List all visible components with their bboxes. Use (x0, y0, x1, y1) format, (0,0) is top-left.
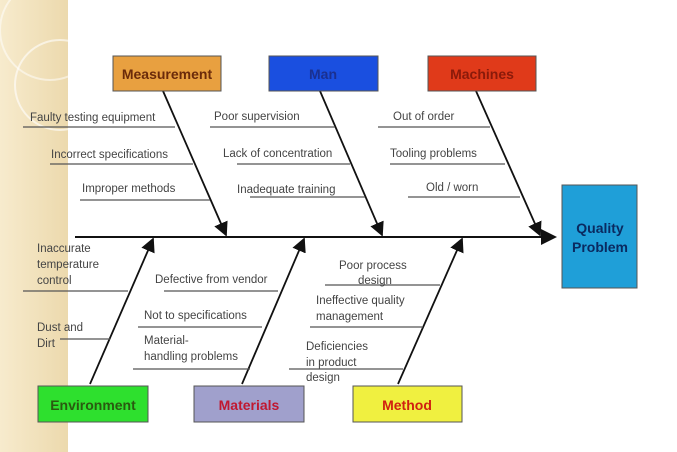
cause-text: Ineffective quality (316, 295, 405, 307)
effect-box (561, 184, 638, 289)
bone-method (397, 237, 464, 385)
cause-text: Poor supervision (214, 111, 300, 123)
decorative-circle (0, 0, 101, 81)
cause-text: Improper methods (82, 183, 176, 195)
bone-environment (89, 237, 155, 385)
category-label-materials: Materials (219, 397, 280, 413)
category-label-environment: Environment (50, 397, 136, 413)
cause-text: Inaccurate (37, 243, 91, 255)
category-box-environment (37, 385, 149, 423)
effect-label: Quality (576, 220, 624, 236)
cause-text: design (358, 275, 392, 287)
bone-machines (475, 90, 542, 237)
cause-text: design (306, 372, 340, 384)
cause-text: Old / worn (426, 182, 478, 194)
category-label-machines: Machines (450, 66, 514, 82)
cause-text: Defective from vendor (155, 274, 268, 286)
decorative-sidebar (0, 0, 68, 452)
effect-label: Problem (572, 239, 628, 255)
cause-text: Faulty testing equipment (30, 112, 156, 124)
bone-materials (241, 237, 306, 385)
cause-text: Lack of concentration (223, 148, 332, 160)
bone-man (319, 90, 384, 237)
cause-text: Incorrect specifications (51, 149, 168, 161)
category-label-measurement: Measurement (122, 66, 213, 82)
cause-text: control (37, 275, 72, 287)
category-box-method (352, 385, 463, 423)
cause-text: Material- (144, 335, 189, 347)
cause-text: handling problems (144, 351, 238, 363)
cause-text: Not to specifications (144, 310, 247, 322)
category-box-materials (193, 385, 305, 423)
category-label-man: Man (309, 66, 337, 82)
category-box-machines (427, 55, 537, 92)
cause-text: Out of order (393, 111, 455, 123)
cause-text: Dust and (37, 322, 83, 334)
cause-text: temperature (37, 259, 99, 271)
category-box-measurement (112, 55, 222, 92)
category-label-method: Method (382, 397, 432, 413)
category-box-man (268, 55, 379, 92)
bone-measurement (162, 90, 228, 237)
cause-text: Inadequate training (237, 184, 335, 196)
cause-text: management (316, 311, 384, 323)
cause-text: Deficiencies (306, 341, 368, 353)
cause-text: Dirt (37, 338, 56, 350)
cause-text: Poor process (339, 260, 407, 272)
decorative-circle (14, 39, 106, 131)
cause-text: Tooling problems (390, 148, 477, 160)
cause-text: in product (306, 357, 357, 369)
